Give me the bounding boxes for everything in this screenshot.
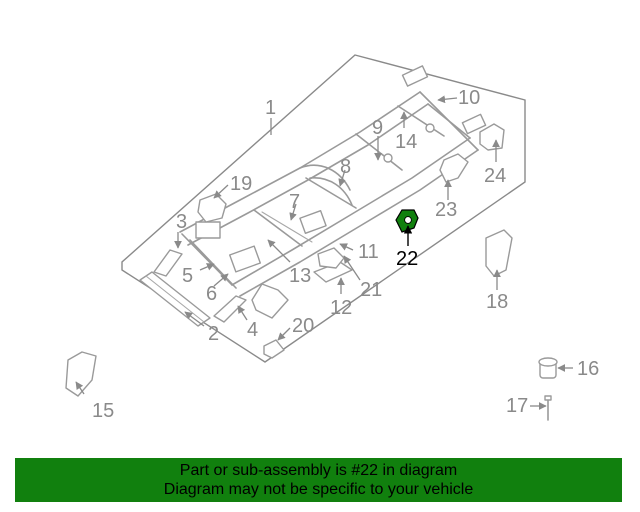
callout-6: 6 — [206, 283, 217, 305]
part-3-bracket[interactable] — [153, 249, 183, 277]
callout-labels: 1 2 3 4 5 6 7 8 9 10 11 12 13 14 15 16 1… — [92, 87, 599, 422]
callout-1: 1 — [265, 97, 276, 119]
callout-11: 11 — [358, 241, 379, 263]
part-17-bolt[interactable] — [544, 395, 552, 421]
callout-24: 24 — [484, 165, 506, 187]
callout-21: 21 — [360, 279, 382, 301]
callout-17: 17 — [506, 395, 528, 417]
part-4-bracket[interactable] — [213, 295, 247, 323]
callout-7: 7 — [289, 191, 300, 213]
part-20-bracket[interactable] — [263, 339, 285, 359]
part-21-bracket[interactable] — [317, 247, 345, 269]
callout-12: 12 — [330, 297, 352, 319]
part-6-mount[interactable] — [251, 283, 289, 319]
part-19-mount[interactable] — [197, 193, 227, 223]
callout-16: 16 — [577, 358, 599, 380]
part-notice-banner: Part or sub-assembly is #22 in diagram D… — [15, 458, 622, 502]
callout-19: 19 — [230, 173, 252, 195]
callout-5: 5 — [182, 265, 193, 287]
part-16-bushing[interactable] — [538, 357, 558, 379]
callout-18: 18 — [486, 291, 508, 313]
frame-assembly[interactable] — [179, 65, 487, 297]
callout-3: 3 — [176, 211, 187, 233]
callout-20: 20 — [292, 315, 314, 337]
callout-14: 14 — [395, 131, 417, 153]
callout-10: 10 — [458, 87, 480, 109]
callout-9: 9 — [372, 117, 383, 139]
leader-lines — [75, 95, 573, 410]
callout-23: 23 — [435, 199, 457, 221]
part-2-bumper-beam[interactable] — [139, 271, 211, 327]
banner-line-1: Part or sub-assembly is #22 in diagram — [179, 462, 458, 479]
assembly-outline — [121, 54, 526, 363]
callout-8: 8 — [340, 156, 351, 178]
part-15-bracket[interactable] — [65, 351, 97, 397]
callout-13: 13 — [289, 265, 311, 287]
callout-22: 22 — [396, 248, 418, 270]
part-22-highlighted[interactable] — [395, 209, 419, 233]
callout-4: 4 — [247, 319, 258, 341]
part-24-mount[interactable] — [479, 123, 505, 151]
callout-2: 2 — [208, 323, 219, 345]
callout-15: 15 — [92, 400, 114, 422]
part-18-bracket[interactable] — [485, 229, 513, 277]
part-23-bracket[interactable] — [439, 153, 469, 183]
banner-line-2: Diagram may not be specific to your vehi… — [163, 481, 474, 498]
